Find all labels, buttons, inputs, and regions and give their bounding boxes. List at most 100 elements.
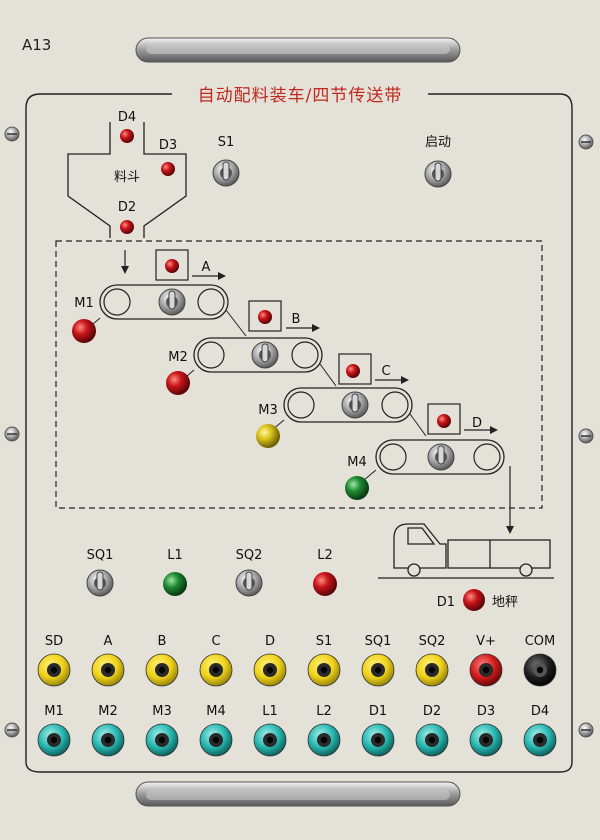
hopper-outline [67, 122, 187, 238]
scale-label: 地秤 [492, 595, 518, 610]
terminal-jack-m2[interactable] [91, 723, 125, 757]
conveyor-c-indicator [346, 364, 360, 378]
terminal-jack-a[interactable] [91, 653, 125, 687]
conveyor-c-arrow-label: C [381, 364, 390, 379]
d1-lamp [463, 589, 485, 611]
terminal-jack-d2[interactable] [415, 723, 449, 757]
terminal-label: A [104, 634, 113, 649]
terminal-label: D4 [531, 704, 549, 719]
terminal-label: D3 [477, 704, 495, 719]
process-area [55, 240, 543, 509]
terminal-jack-sq2[interactable] [415, 653, 449, 687]
l2-label: L2 [317, 548, 333, 563]
conveyor-b [179, 300, 337, 387]
terminal-row-top: SD A B C D S1 SQ1 SQ2 V+ COM [37, 634, 557, 687]
terminal-label: M4 [206, 704, 226, 719]
terminal-label: SQ1 [365, 634, 392, 649]
d3-label: D3 [159, 138, 177, 153]
terminal-jack-l2[interactable] [307, 723, 341, 757]
sq2-label: SQ2 [236, 548, 263, 563]
conveyor-c [271, 353, 427, 437]
s1-toggle-switch[interactable] [212, 159, 240, 187]
terminal-jack-sd[interactable] [37, 653, 71, 687]
bottom-handle[interactable] [135, 781, 461, 807]
m3-label: M3 [258, 403, 278, 418]
hopper-label: 料斗 [114, 170, 140, 185]
conveyor-d-indicator [437, 414, 451, 428]
d2-label: D2 [118, 200, 136, 215]
terminal-jack-m3[interactable] [145, 723, 179, 757]
m1-label: M1 [74, 296, 94, 311]
sq1-toggle-switch[interactable] [86, 569, 114, 597]
l1-label: L1 [167, 548, 183, 563]
d4-label: D4 [118, 110, 136, 125]
terminal-jack-sq1[interactable] [361, 653, 395, 687]
l1-lamp [163, 572, 187, 596]
terminal-label: L1 [262, 704, 278, 719]
terminal-label: V+ [476, 634, 496, 649]
start-label: 启动 [425, 135, 451, 150]
terminal-jack-l1[interactable] [253, 723, 287, 757]
terminal-label: D2 [423, 704, 441, 719]
sq1-label: SQ1 [87, 548, 114, 563]
terminal-jack-d3[interactable] [469, 723, 503, 757]
d1-label: D1 [437, 595, 455, 610]
top-handle[interactable] [135, 37, 461, 63]
terminal-label: SQ2 [419, 634, 446, 649]
panel-title: 自动配料装车/四节传送带 [198, 86, 403, 106]
terminal-jack-d4[interactable] [523, 723, 557, 757]
screw-icon [4, 426, 20, 442]
m2-motor-lamp [166, 371, 190, 395]
screw-icon [4, 722, 20, 738]
terminal-jack-c[interactable] [199, 653, 233, 687]
model-label: A13 [22, 36, 51, 54]
conveyor-b-indicator [258, 310, 272, 324]
terminal-label: SD [45, 634, 63, 649]
m2-label: M2 [168, 350, 188, 365]
terminal-jack-m1[interactable] [37, 723, 71, 757]
screw-icon [578, 722, 594, 738]
terminal-label: M1 [44, 704, 64, 719]
screw-icon [4, 126, 20, 142]
d4-indicator [120, 129, 134, 143]
terminal-label: S1 [316, 634, 333, 649]
terminal-jack-d1[interactable] [361, 723, 395, 757]
panel-frame [25, 93, 573, 773]
m3-toggle-switch[interactable] [341, 391, 369, 419]
d2-indicator [120, 220, 134, 234]
truck-icon [378, 523, 554, 579]
m1-motor-lamp [72, 319, 96, 343]
terminal-label: B [158, 634, 167, 649]
conveyor-b-arrow-label: B [292, 312, 301, 327]
terminal-jack-d[interactable] [253, 653, 287, 687]
screw-icon [578, 134, 594, 150]
conveyor-a-arrow-label: A [202, 260, 211, 275]
screw-icon [578, 428, 594, 444]
start-toggle-switch[interactable] [424, 160, 452, 188]
terminal-label: C [211, 634, 220, 649]
m2-toggle-switch[interactable] [251, 341, 279, 369]
m4-motor-lamp [345, 476, 369, 500]
feed-arrowhead-icon [121, 266, 129, 274]
terminal-jack-m4[interactable] [199, 723, 233, 757]
terminal-label: COM [525, 634, 556, 649]
m3-motor-lamp [256, 424, 280, 448]
sq2-toggle-switch[interactable] [235, 569, 263, 597]
terminal-jack-vplus[interactable] [469, 653, 503, 687]
terminal-label: D1 [369, 704, 387, 719]
terminal-label: M3 [152, 704, 172, 719]
terminal-label: M2 [98, 704, 118, 719]
conveyor-d [363, 403, 514, 534]
l2-lamp [313, 572, 337, 596]
d3-indicator [161, 162, 175, 176]
conveyor-a [85, 249, 247, 337]
m1-toggle-switch[interactable] [158, 288, 186, 316]
m4-toggle-switch[interactable] [427, 443, 455, 471]
terminal-jack-s1[interactable] [307, 653, 341, 687]
terminal-jack-b[interactable] [145, 653, 179, 687]
terminal-label: D [265, 634, 275, 649]
terminal-jack-com[interactable] [523, 653, 557, 687]
